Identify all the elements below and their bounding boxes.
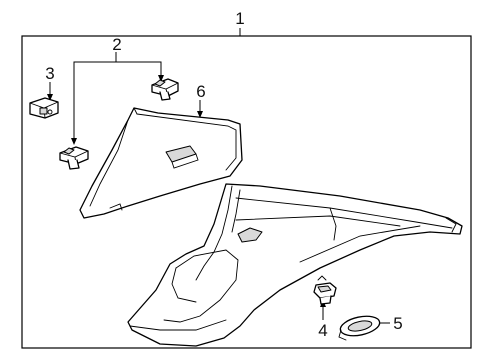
clip-block-part — [29, 97, 59, 119]
callout-4-label: 4 — [318, 321, 327, 340]
callout-6-label: 6 — [196, 82, 205, 101]
assembly-frame — [21, 35, 472, 349]
quarter-trim-panel-part — [127, 183, 463, 347]
callout-2-label: 2 — [112, 35, 121, 54]
retainer-clip-lower-part — [59, 146, 89, 170]
callout-3-leader — [47, 82, 53, 101]
upper-trim-panel-part — [79, 107, 243, 219]
oval-cover-part — [338, 315, 381, 341]
callout-3-label: 3 — [45, 64, 54, 83]
retainer-clip-upper-part — [151, 78, 179, 101]
callout-6-leader — [197, 100, 203, 118]
callout-2-leader — [71, 52, 164, 145]
callout-5-label: 5 — [393, 314, 402, 333]
callout-1-label: 1 — [235, 9, 244, 28]
push-pin-part — [313, 275, 337, 305]
